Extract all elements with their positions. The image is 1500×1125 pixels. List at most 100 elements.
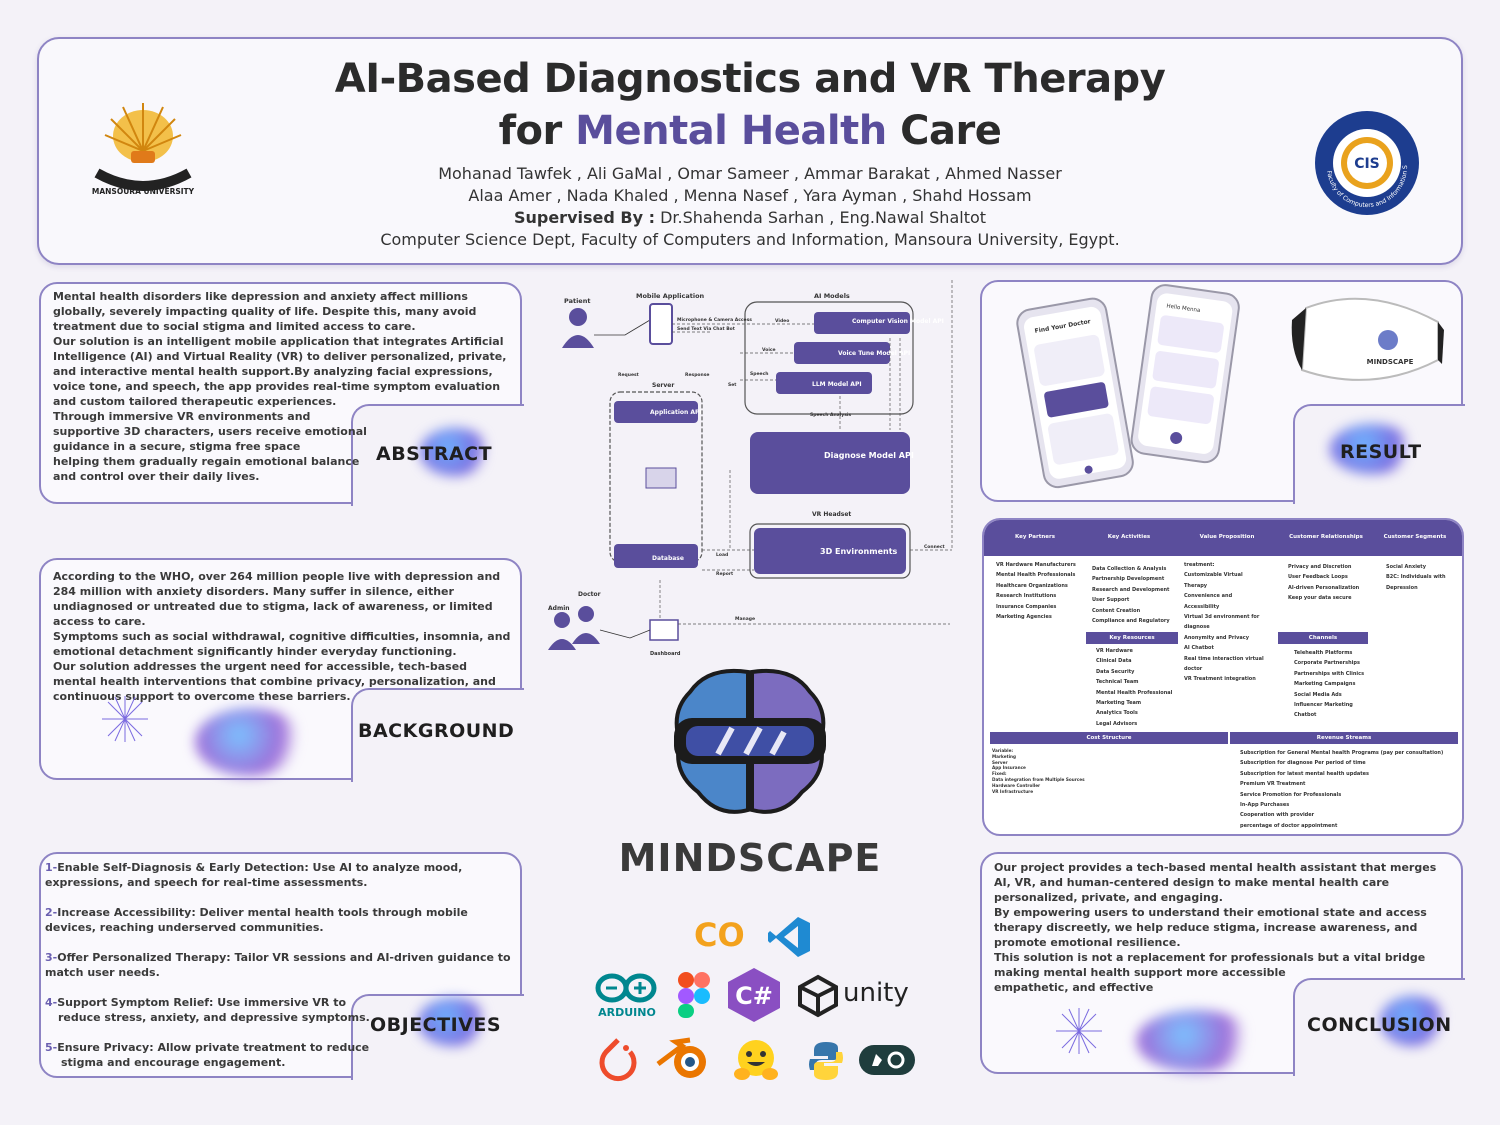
mobile-icon bbox=[649, 303, 673, 345]
authors-block: Mohanad Tawfek , Ali GaMal , Omar Sameer… bbox=[39, 163, 1461, 251]
conclusion-sparkle-icon bbox=[1056, 1008, 1102, 1054]
app-api-box bbox=[614, 401, 698, 423]
voice-api-box bbox=[794, 342, 890, 364]
objectives-decor-blob bbox=[418, 998, 488, 1046]
affiliation: Computer Science Dept, Faculty of Comput… bbox=[380, 230, 1120, 249]
svg-text:VR Headset: VR Headset bbox=[812, 511, 851, 518]
diagram-ai-models-label: AI Models bbox=[814, 292, 850, 300]
svg-text:Load: Load bbox=[716, 552, 728, 558]
svg-text:Microphone & Camera Access: Microphone & Camera Access bbox=[677, 317, 752, 323]
background-paragraph-2: Symptoms such as social withdrawal, cogn… bbox=[53, 630, 511, 658]
huggingface-icon bbox=[734, 1040, 778, 1080]
llm-api-box bbox=[776, 372, 872, 394]
phone-hello-text: Hello Menna bbox=[1166, 303, 1201, 314]
bmc-channels-title: Channels bbox=[1278, 632, 1368, 644]
bmc-revenue-streams-title: Revenue Streams bbox=[1230, 732, 1458, 744]
conclusion-decor-blob bbox=[1136, 1010, 1256, 1072]
flutterflow-link-icon bbox=[859, 1045, 915, 1075]
bmc-key-resources-title: Key Resources bbox=[1086, 632, 1178, 644]
svg-text:Report: Report bbox=[716, 571, 734, 577]
left-logo-text: MANSOURA UNIVERSITY bbox=[92, 187, 195, 196]
objective-4: 4-Support Symptom Relief: Use immersive … bbox=[45, 996, 370, 1024]
objective-3: 3-Offer Personalized Therapy: Tailor VR … bbox=[45, 951, 511, 979]
business-model-canvas: Key Partners Key Activities Value Propos… bbox=[982, 518, 1464, 836]
svg-text:C#: C# bbox=[735, 982, 773, 1010]
supervised-label: Supervised By : bbox=[513, 208, 655, 227]
title-care: Care bbox=[900, 108, 1002, 154]
ai-models-box bbox=[744, 301, 914, 415]
diagram-voice-label: Voice Tune Model API bbox=[838, 350, 910, 357]
unity-logo-icon bbox=[798, 974, 838, 1018]
bmc-header-customer-segments: Customer Segments bbox=[1383, 534, 1447, 540]
vr-brand-label: MINDSCAPE bbox=[1367, 358, 1414, 366]
objective-2: 2-Increase Accessibility: Deliver mental… bbox=[45, 906, 468, 934]
background-paragraph-1: According to the WHO, over 264 million p… bbox=[53, 570, 501, 628]
conclusion-paragraph-2: By empowering users to understand their … bbox=[994, 906, 1427, 949]
database-box bbox=[614, 544, 698, 568]
title-for: for bbox=[498, 108, 563, 154]
vr-headset-box bbox=[749, 523, 911, 579]
server-cube bbox=[645, 467, 677, 489]
abstract-line-3b: supportive 3D characters, users receive … bbox=[53, 425, 367, 438]
svg-text:Database: Database bbox=[652, 555, 684, 562]
svg-text:ARDUINO: ARDUINO bbox=[598, 1006, 656, 1019]
svg-text:Manage: Manage bbox=[735, 616, 755, 622]
bmc-header-key-activities: Key Activities bbox=[1107, 534, 1151, 540]
diagram-mobile-label: Mobile Application bbox=[636, 292, 705, 300]
pytorch-icon bbox=[599, 1038, 637, 1082]
svg-text:Request: Request bbox=[618, 372, 640, 378]
abstract-line-3d: helping them gradually regain emotional … bbox=[53, 455, 360, 468]
title-accent: Mental Health bbox=[575, 108, 887, 154]
svg-text:Voice: Voice bbox=[762, 347, 776, 353]
svg-text:Connect: Connect bbox=[924, 544, 946, 550]
app-phone-mockups: Find Your Doctor Hello Menna bbox=[1016, 284, 1240, 489]
poster-header: MANSOURA UNIVERSITY AI-Based Diagnostics… bbox=[37, 37, 1463, 265]
conclusion-line-3a: This solution is not a replacement for p… bbox=[994, 951, 1426, 964]
objective-1: 1-Enable Self-Diagnosis & Early Detectio… bbox=[45, 861, 463, 889]
svg-text:Video: Video bbox=[775, 318, 789, 324]
conclusion-label: CONCLUSION bbox=[1307, 1014, 1452, 1036]
figma-icon bbox=[678, 972, 710, 1018]
patient-icon bbox=[562, 308, 594, 348]
arduino-icon: ARDUINO bbox=[595, 973, 657, 1019]
conclusion-paragraph-1: Our project provides a tech-based mental… bbox=[994, 861, 1437, 904]
diagram-llm-label: LLM Model API bbox=[812, 381, 862, 388]
svg-text:Doctor: Doctor bbox=[578, 591, 601, 598]
svg-text:Speech: Speech bbox=[750, 371, 768, 377]
svg-text:Admin: Admin bbox=[548, 605, 570, 612]
vscode-icon bbox=[768, 917, 810, 957]
sparkle-icon bbox=[102, 696, 148, 742]
result-label: RESULT bbox=[1340, 441, 1422, 463]
diagram-cv-label: Computer Vision Model API bbox=[852, 318, 944, 325]
background-text: According to the WHO, over 264 million p… bbox=[53, 569, 513, 704]
authors-line-2: Alaa Amer , Nada Khaled , Menna Nasef , … bbox=[468, 186, 1032, 205]
objectives-panel bbox=[39, 852, 522, 1078]
authors-line-1: Mohanad Tawfek , Ali GaMal , Omar Sameer… bbox=[438, 164, 1062, 183]
system-architecture-diagram: Patient Mobile Application AI Models Com… bbox=[548, 280, 953, 657]
background-paragraph-3: Our solution addresses the urgent need f… bbox=[53, 660, 496, 703]
abstract-label: ABSTRACT bbox=[376, 443, 493, 465]
right-logo-text: CIS bbox=[1354, 156, 1380, 172]
title-line-1: AI-Based Diagnostics and VR Therapy bbox=[334, 56, 1166, 102]
mindscape-brain-logo bbox=[674, 668, 826, 814]
vr-headset-image: MINDSCAPE bbox=[1291, 297, 1444, 381]
doctor-admin-icon bbox=[548, 606, 600, 650]
svg-text:Dashboard: Dashboard bbox=[650, 651, 681, 657]
abstract-paragraph-2: Our solution is an intelligent mobile ap… bbox=[53, 335, 507, 408]
svg-text:Diagnose Model API: Diagnose Model API bbox=[824, 451, 914, 460]
supervisors: Dr.Shahenda Sarhan , Eng.Nawal Shaltot bbox=[660, 208, 987, 227]
bmc-revenue-streams-list: Subscription for General Mental health P… bbox=[1240, 750, 1444, 829]
abstract-line-3e: and control over their daily lives. bbox=[53, 470, 260, 483]
cis-faculty-logo: CIS Faculty of Computers and Information… bbox=[1311, 107, 1419, 215]
background-label: BACKGROUND bbox=[358, 720, 515, 742]
bmc-header-key-partners: Key Partners bbox=[1015, 534, 1055, 540]
title-line-2: for Mental Health Care bbox=[39, 105, 1461, 157]
